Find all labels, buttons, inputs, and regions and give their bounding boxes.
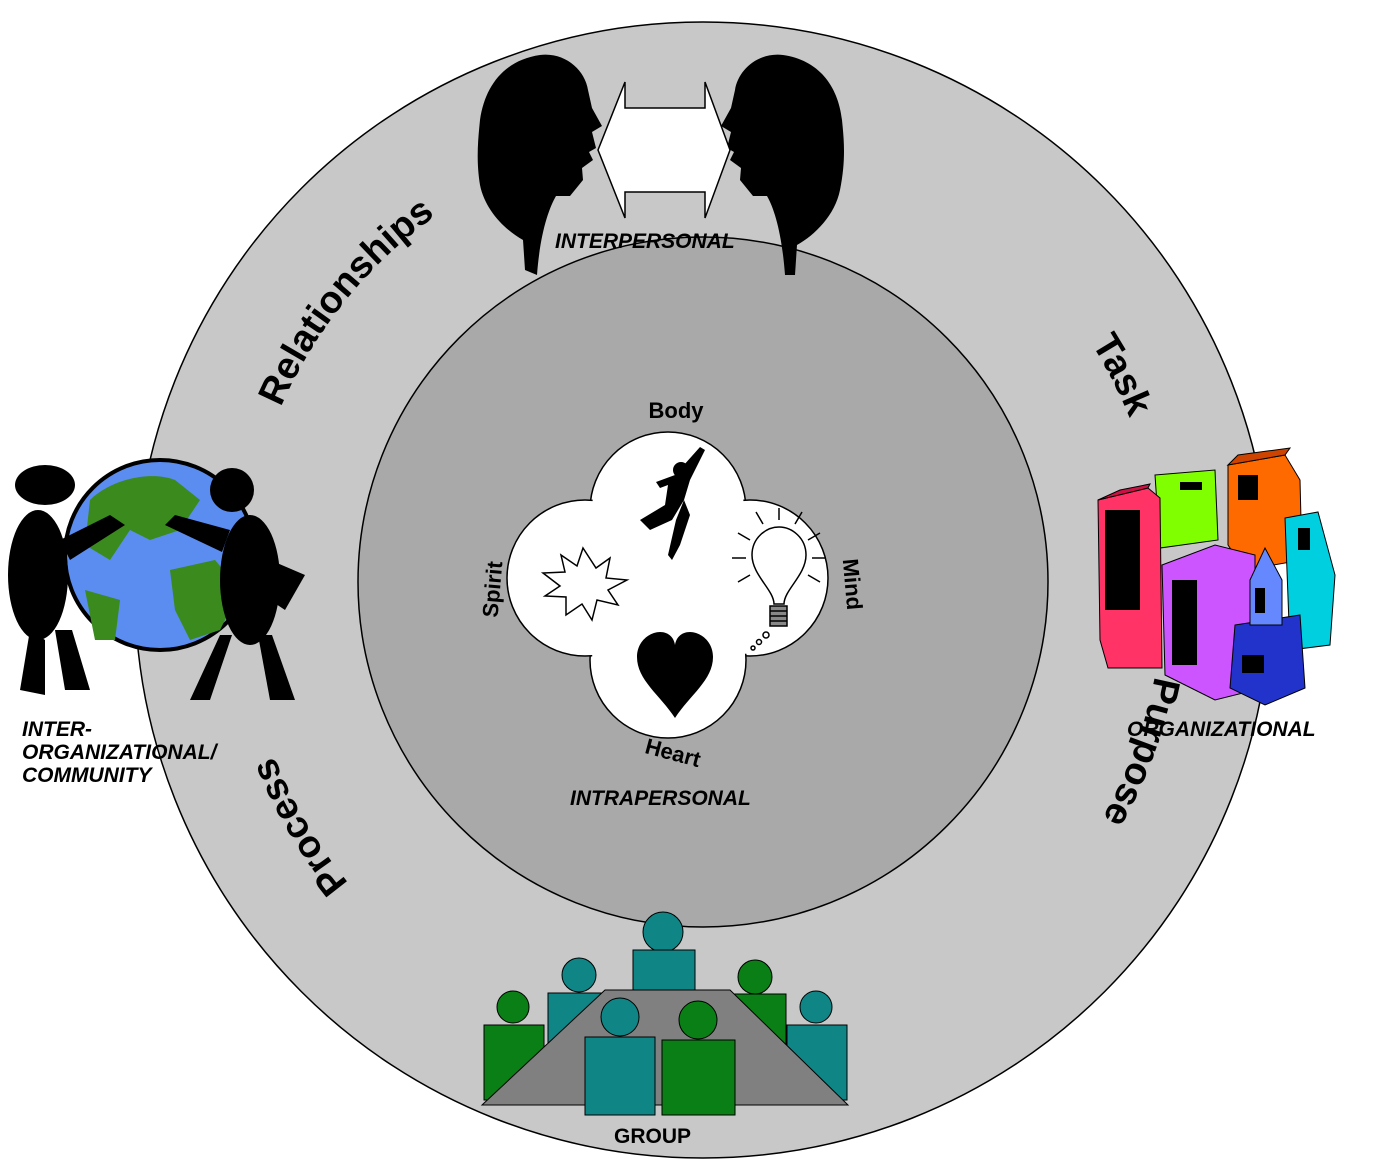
city-buildings-icon <box>1097 447 1336 706</box>
meeting-table-icon <box>480 911 850 1116</box>
heart-icon <box>637 632 713 718</box>
two-heads-facing-icon <box>477 54 844 275</box>
label-organizational: ORGANIZATIONAL <box>1127 718 1316 741</box>
clover-word-body: Body <box>649 398 705 423</box>
label-group: GROUP <box>614 1125 692 1148</box>
label-community-line1: INTER- <box>22 718 92 741</box>
globe-hug-icon <box>8 458 305 700</box>
label-intrapersonal: INTRAPERSONAL <box>570 787 751 810</box>
lightbulb-icon <box>732 508 826 651</box>
double-arrow-icon <box>597 81 731 219</box>
label-community-line2: ORGANIZATIONAL/ <box>22 741 217 764</box>
clover-word-mind: Mind <box>838 558 867 611</box>
label-community: INTER- ORGANIZATIONAL/ COMMUNITY <box>22 718 216 787</box>
dancer-icon <box>640 447 705 560</box>
label-community-line3: COMMUNITY <box>22 764 152 787</box>
label-interpersonal: INTERPERSONAL <box>555 230 735 253</box>
clover-word-spirit: Spirit <box>478 560 508 619</box>
starburst-icon <box>540 546 630 622</box>
